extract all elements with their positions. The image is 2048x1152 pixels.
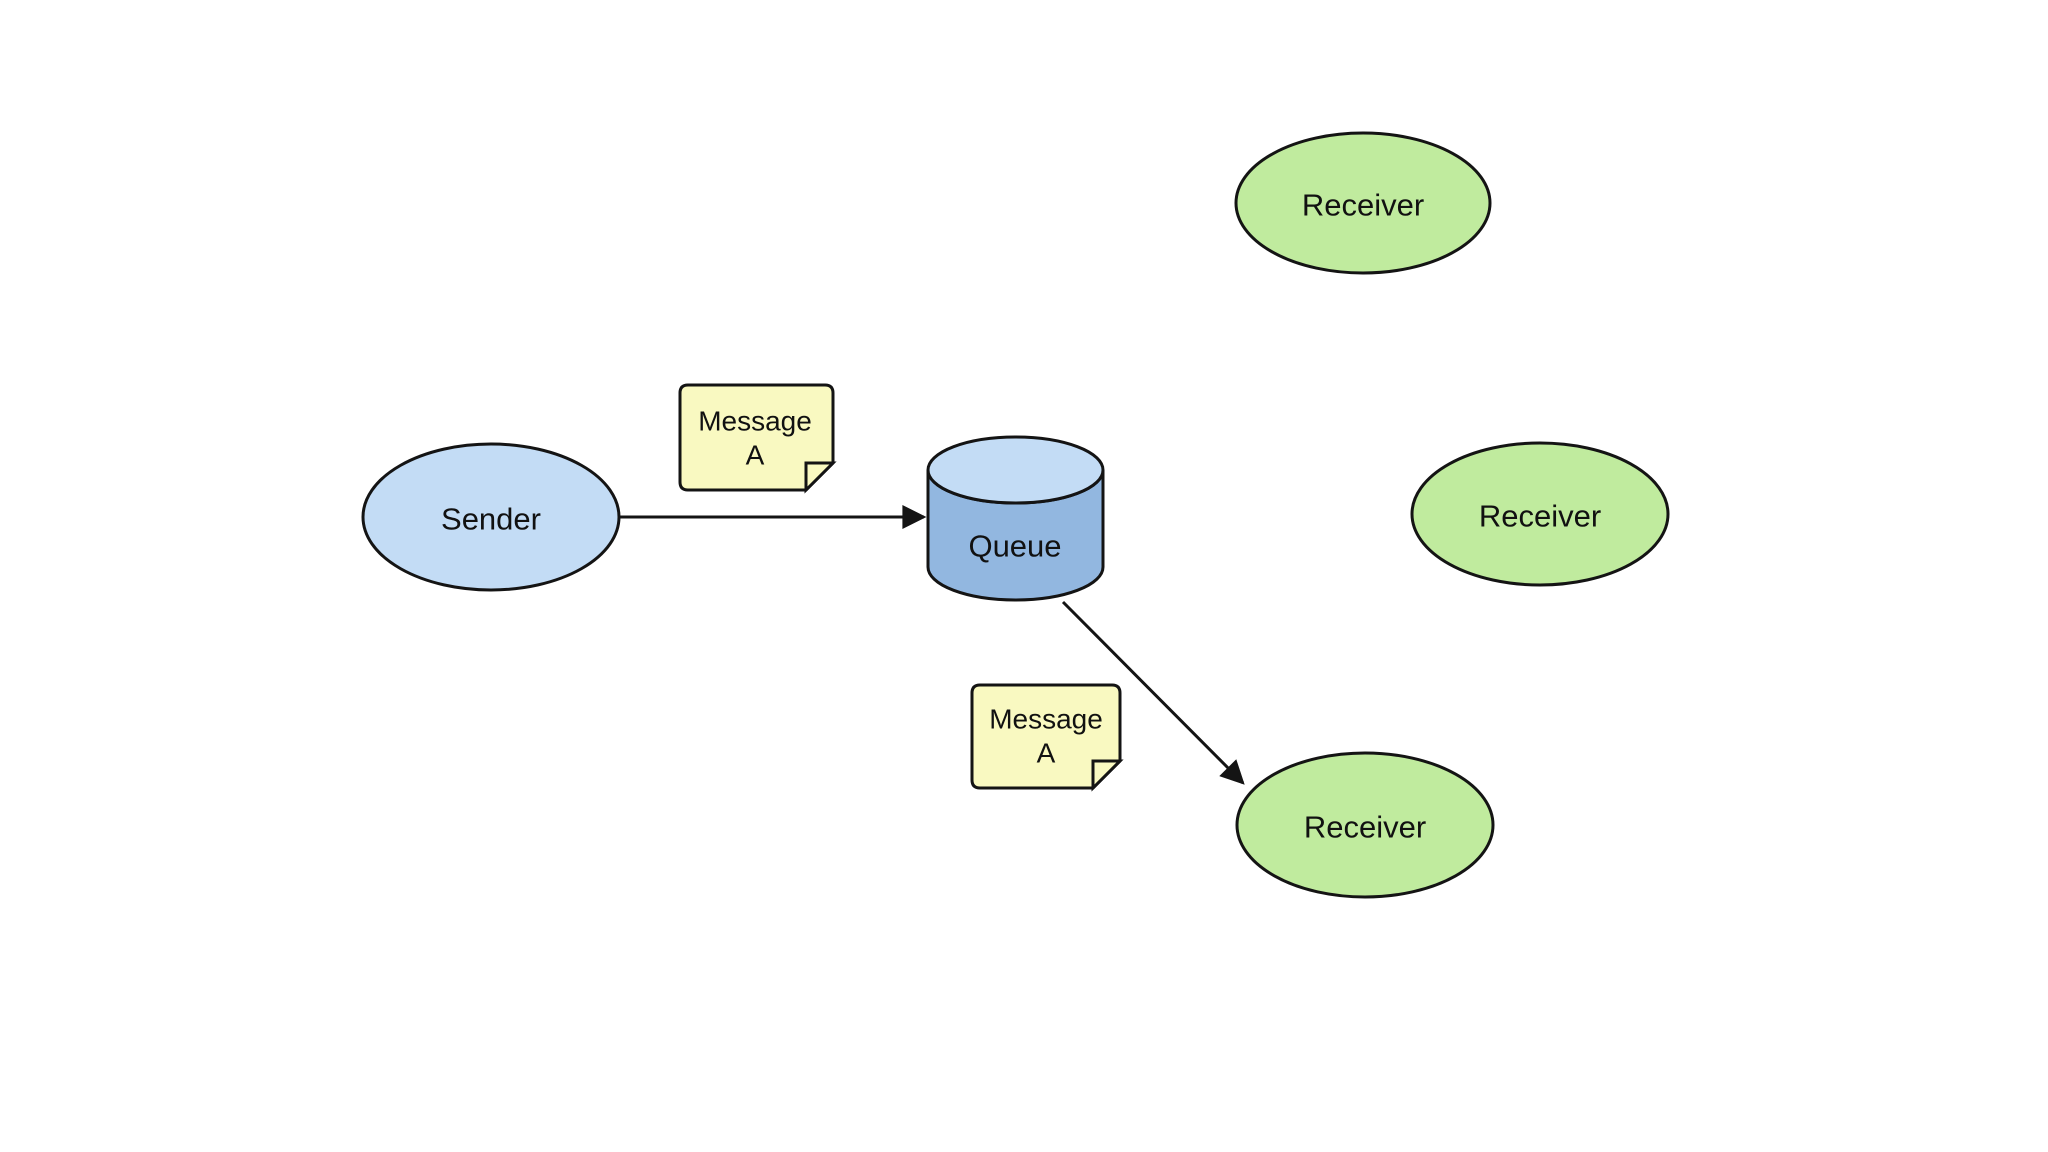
queue-label: Queue [968, 529, 1061, 564]
note-message-a-top: Message A [678, 383, 837, 494]
note-body [970, 683, 1122, 790]
node-receiver-top: Receiver [1234, 131, 1492, 275]
note-text-line2: A [1037, 738, 1056, 769]
note-body [678, 383, 835, 492]
note-text-line1: Message [698, 406, 812, 437]
queue-cylinder-top [926, 435, 1105, 505]
node-receiver-bottom: Receiver [1235, 751, 1495, 899]
note-fold-corner [1091, 759, 1124, 792]
sender-ellipse [361, 442, 621, 592]
receiver-middle-label: Receiver [1479, 499, 1601, 534]
note-text-line2: A [746, 440, 765, 471]
note-text-line1: Message [989, 704, 1103, 735]
receiver-middle-ellipse [1410, 441, 1670, 587]
node-receiver-middle: Receiver [1410, 441, 1670, 587]
node-queue: Queue [926, 435, 1105, 602]
receiver-bottom-label: Receiver [1304, 810, 1426, 845]
sender-label: Sender [441, 502, 541, 537]
node-sender: Sender [361, 442, 621, 592]
receiver-bottom-ellipse [1235, 751, 1495, 899]
note-message-a-bottom: Message A [970, 683, 1124, 792]
receiver-top-label: Receiver [1302, 188, 1424, 223]
note-fold-corner [804, 461, 837, 494]
edge-queue-to-receiver [1061, 600, 1245, 785]
receiver-top-ellipse [1234, 131, 1492, 275]
